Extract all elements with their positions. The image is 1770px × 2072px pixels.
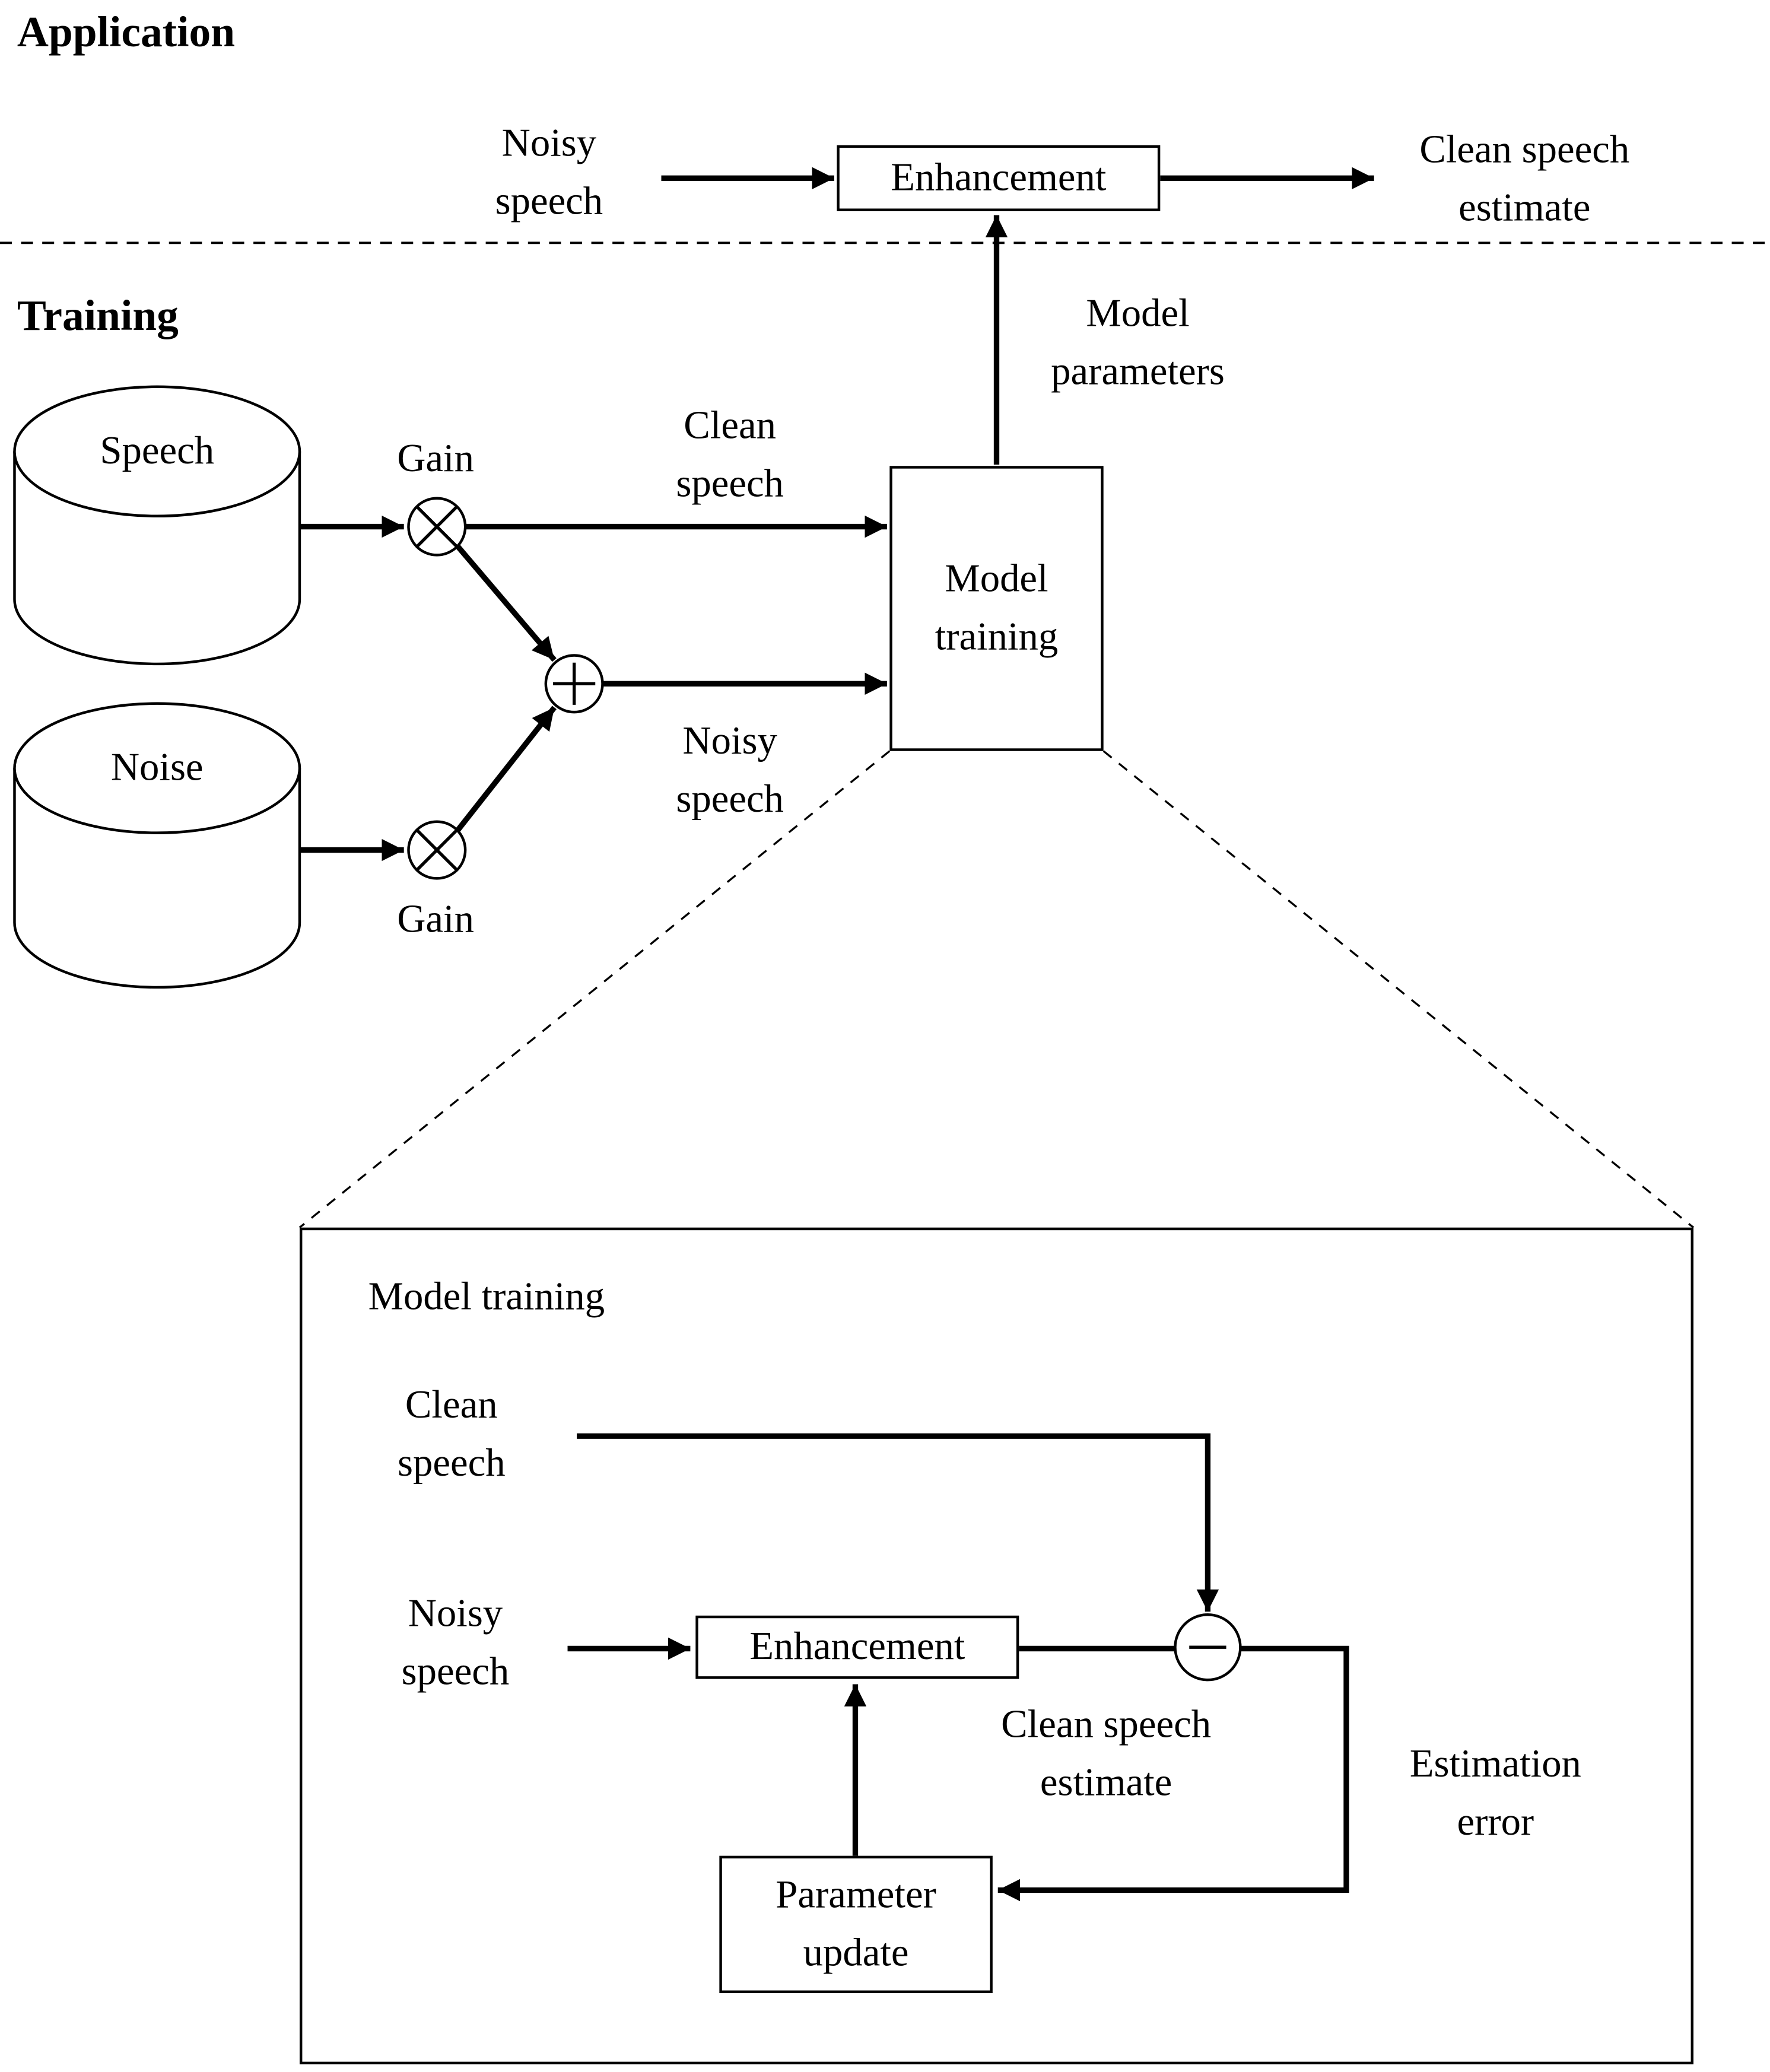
label-line: speech: [495, 179, 603, 223]
model-training-detail-title: Model training: [368, 1275, 605, 1319]
wire-clean-speech-to-subtractor: [577, 1433, 1219, 1612]
enhancement-box-detail: Enhancement: [695, 1615, 1019, 1679]
noisy-speech-label-application: Noisy speech: [495, 115, 603, 231]
clean-speech-estimate-label-detail: Clean speech estimate: [1001, 1696, 1211, 1812]
gain-label-bottom: Gain: [397, 891, 474, 949]
label-line: Gain: [397, 437, 474, 481]
label-line: Clean speech: [1001, 1702, 1212, 1747]
noisy-speech-label-detail: Noisy speech: [402, 1585, 510, 1702]
label-line: estimate: [1458, 186, 1591, 230]
arrow-gain-to-adder: [455, 543, 557, 662]
multiply-cross-bottom: [416, 829, 458, 871]
speech-cylinder-top: [13, 385, 301, 518]
model-parameters-label: Model parameters: [1051, 285, 1225, 401]
noise-database-icon: [13, 702, 301, 989]
enhancement-box-application: Enhancement: [837, 145, 1161, 211]
parameter-update-box-line: Parameter: [776, 1873, 936, 1917]
model-training-box: Model training: [889, 466, 1104, 751]
label-line: Noisy: [501, 121, 597, 166]
wire-estimation-error-to-parameter-update: [997, 1645, 1349, 1902]
add-icon: [544, 654, 604, 714]
zoom-guide-line-left: [298, 750, 891, 1229]
multiply-icon: [407, 497, 467, 557]
label-line: Clean: [684, 403, 776, 448]
label-line: Gain: [397, 897, 474, 942]
label-line: estimate: [1040, 1760, 1172, 1804]
zoom-guide-line-right: [1102, 750, 1695, 1229]
model-training-box-line: training: [935, 615, 1059, 659]
label-line: speech: [676, 462, 784, 506]
label-line: Clean: [405, 1383, 498, 1427]
label-line: parameters: [1051, 349, 1225, 393]
label-line: Estimation: [1409, 1742, 1581, 1786]
speech-database-icon: [13, 385, 301, 666]
parameter-update-box-line: update: [803, 1931, 909, 1975]
arrow-noise-gain-to-adder: [455, 706, 557, 834]
multiply-icon: [407, 820, 467, 880]
noise-cylinder-top: [13, 702, 301, 834]
label-line: Noisy: [408, 1591, 503, 1636]
label-line: speech: [397, 1441, 506, 1485]
noise-database-label: Noise: [111, 739, 204, 797]
model-training-box-line: Model: [945, 557, 1048, 601]
enhancement-box-label: Enhancement: [749, 1625, 965, 1669]
noisy-speech-label-training: Noisy speech: [676, 713, 784, 829]
multiply-cross-top: [416, 506, 458, 548]
label-line: Speech: [100, 428, 215, 473]
training-section-heading: Training: [17, 293, 179, 341]
parameter-update-box: Parameter update: [719, 1855, 993, 1993]
label-line: Model: [1086, 291, 1190, 336]
gain-label-top: Gain: [397, 430, 474, 488]
enhancement-box-label: Enhancement: [891, 155, 1107, 199]
application-section-heading: Application: [17, 9, 236, 57]
label-line: Noise: [110, 745, 204, 790]
clean-speech-estimate-label-application: Clean speech estimate: [1419, 122, 1629, 238]
model-training-detail-box: [299, 1227, 1694, 2065]
clean-speech-label-training: Clean speech: [676, 398, 784, 514]
label-line: speech: [676, 777, 784, 821]
subtract-icon: [1174, 1613, 1242, 1682]
adder-plus: [553, 662, 596, 705]
label-line: speech: [401, 1650, 510, 1694]
label-line: Noisy: [682, 719, 777, 763]
clean-speech-label-detail: Clean speech: [398, 1377, 506, 1493]
speech-database-label: Speech: [100, 422, 214, 481]
label-line: Clean speech: [1419, 128, 1630, 172]
estimation-error-label: Estimation error: [1410, 1736, 1581, 1852]
label-line: error: [1457, 1800, 1534, 1844]
